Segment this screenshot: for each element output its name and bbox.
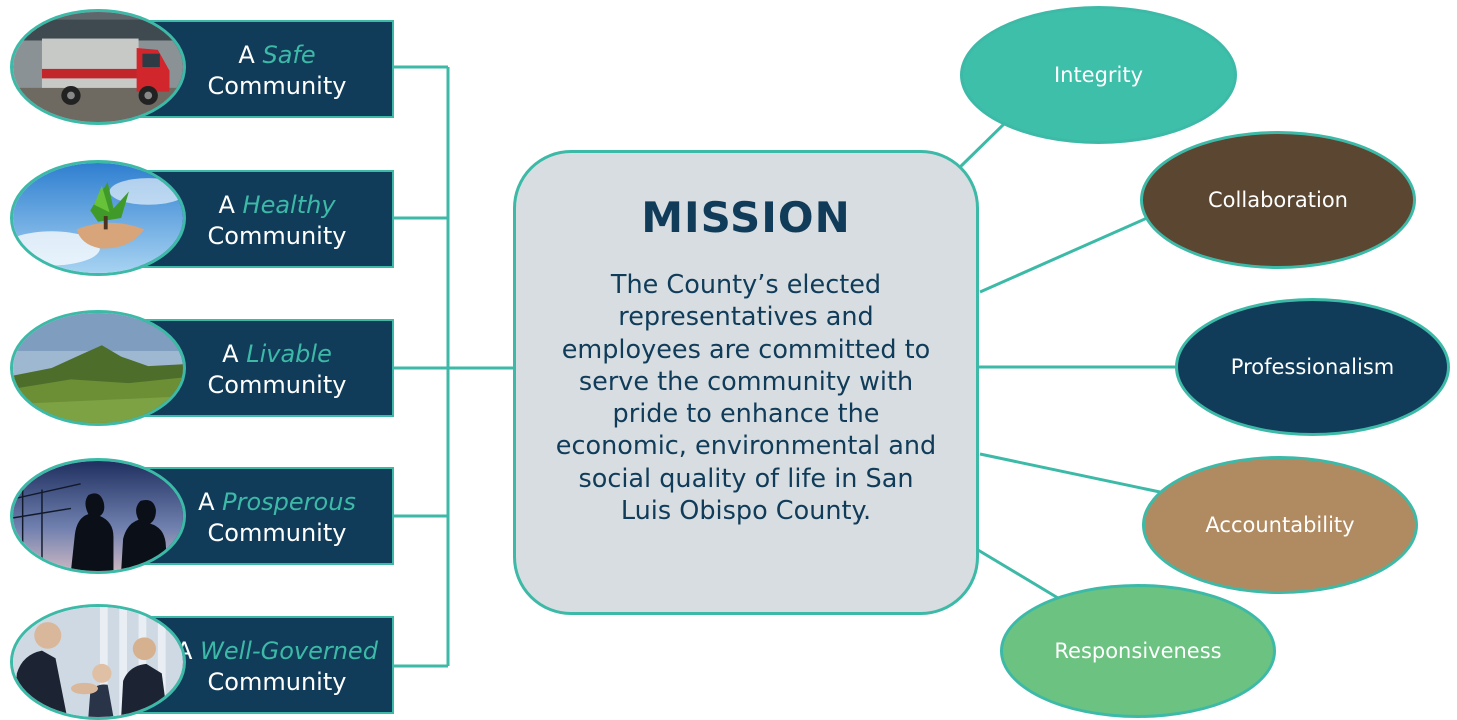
- mission-title: MISSION: [641, 193, 851, 242]
- value-professionalism: Professionalism: [1175, 298, 1450, 436]
- value-label: Responsiveness: [1054, 639, 1222, 663]
- goal-suffix: Community: [207, 222, 347, 250]
- value-collaboration: Collaboration: [1140, 131, 1416, 269]
- goal-suffix: Community: [207, 371, 347, 399]
- goal-prefix: A: [218, 191, 235, 219]
- goal-highlight: Safe: [262, 41, 316, 69]
- goal-highlight: Prosperous: [222, 488, 356, 516]
- seedling-in-hands-photo: [10, 160, 186, 276]
- goal-highlight: Well-Governed: [200, 637, 378, 665]
- value-label: Accountability: [1205, 513, 1355, 537]
- value-label: Professionalism: [1230, 355, 1395, 379]
- goal-highlight: Healthy: [242, 191, 336, 219]
- value-integrity: Integrity: [960, 6, 1237, 144]
- value-label: Collaboration: [1208, 188, 1348, 212]
- mission-statement: The County’s elected representatives and…: [555, 270, 937, 527]
- value-responsiveness: Responsiveness: [1000, 584, 1276, 718]
- green-hills-photo: [10, 310, 186, 426]
- goal-suffix: Community: [207, 519, 347, 547]
- value-label: Integrity: [1053, 63, 1144, 87]
- construction-silhouettes-photo: [10, 458, 186, 574]
- fire-truck-photo: [10, 9, 186, 125]
- goal-prefix: A: [198, 488, 215, 516]
- business-handshake-photo: [10, 604, 186, 720]
- goal-prefix: A: [222, 340, 239, 368]
- goal-suffix: Community: [207, 72, 347, 100]
- mission-box: MISSION The County’s elected representat…: [513, 150, 979, 615]
- goal-suffix: Community: [207, 668, 347, 696]
- goal-prefix: A: [238, 41, 255, 69]
- goal-highlight: Livable: [246, 340, 332, 368]
- value-accountability: Accountability: [1142, 456, 1418, 594]
